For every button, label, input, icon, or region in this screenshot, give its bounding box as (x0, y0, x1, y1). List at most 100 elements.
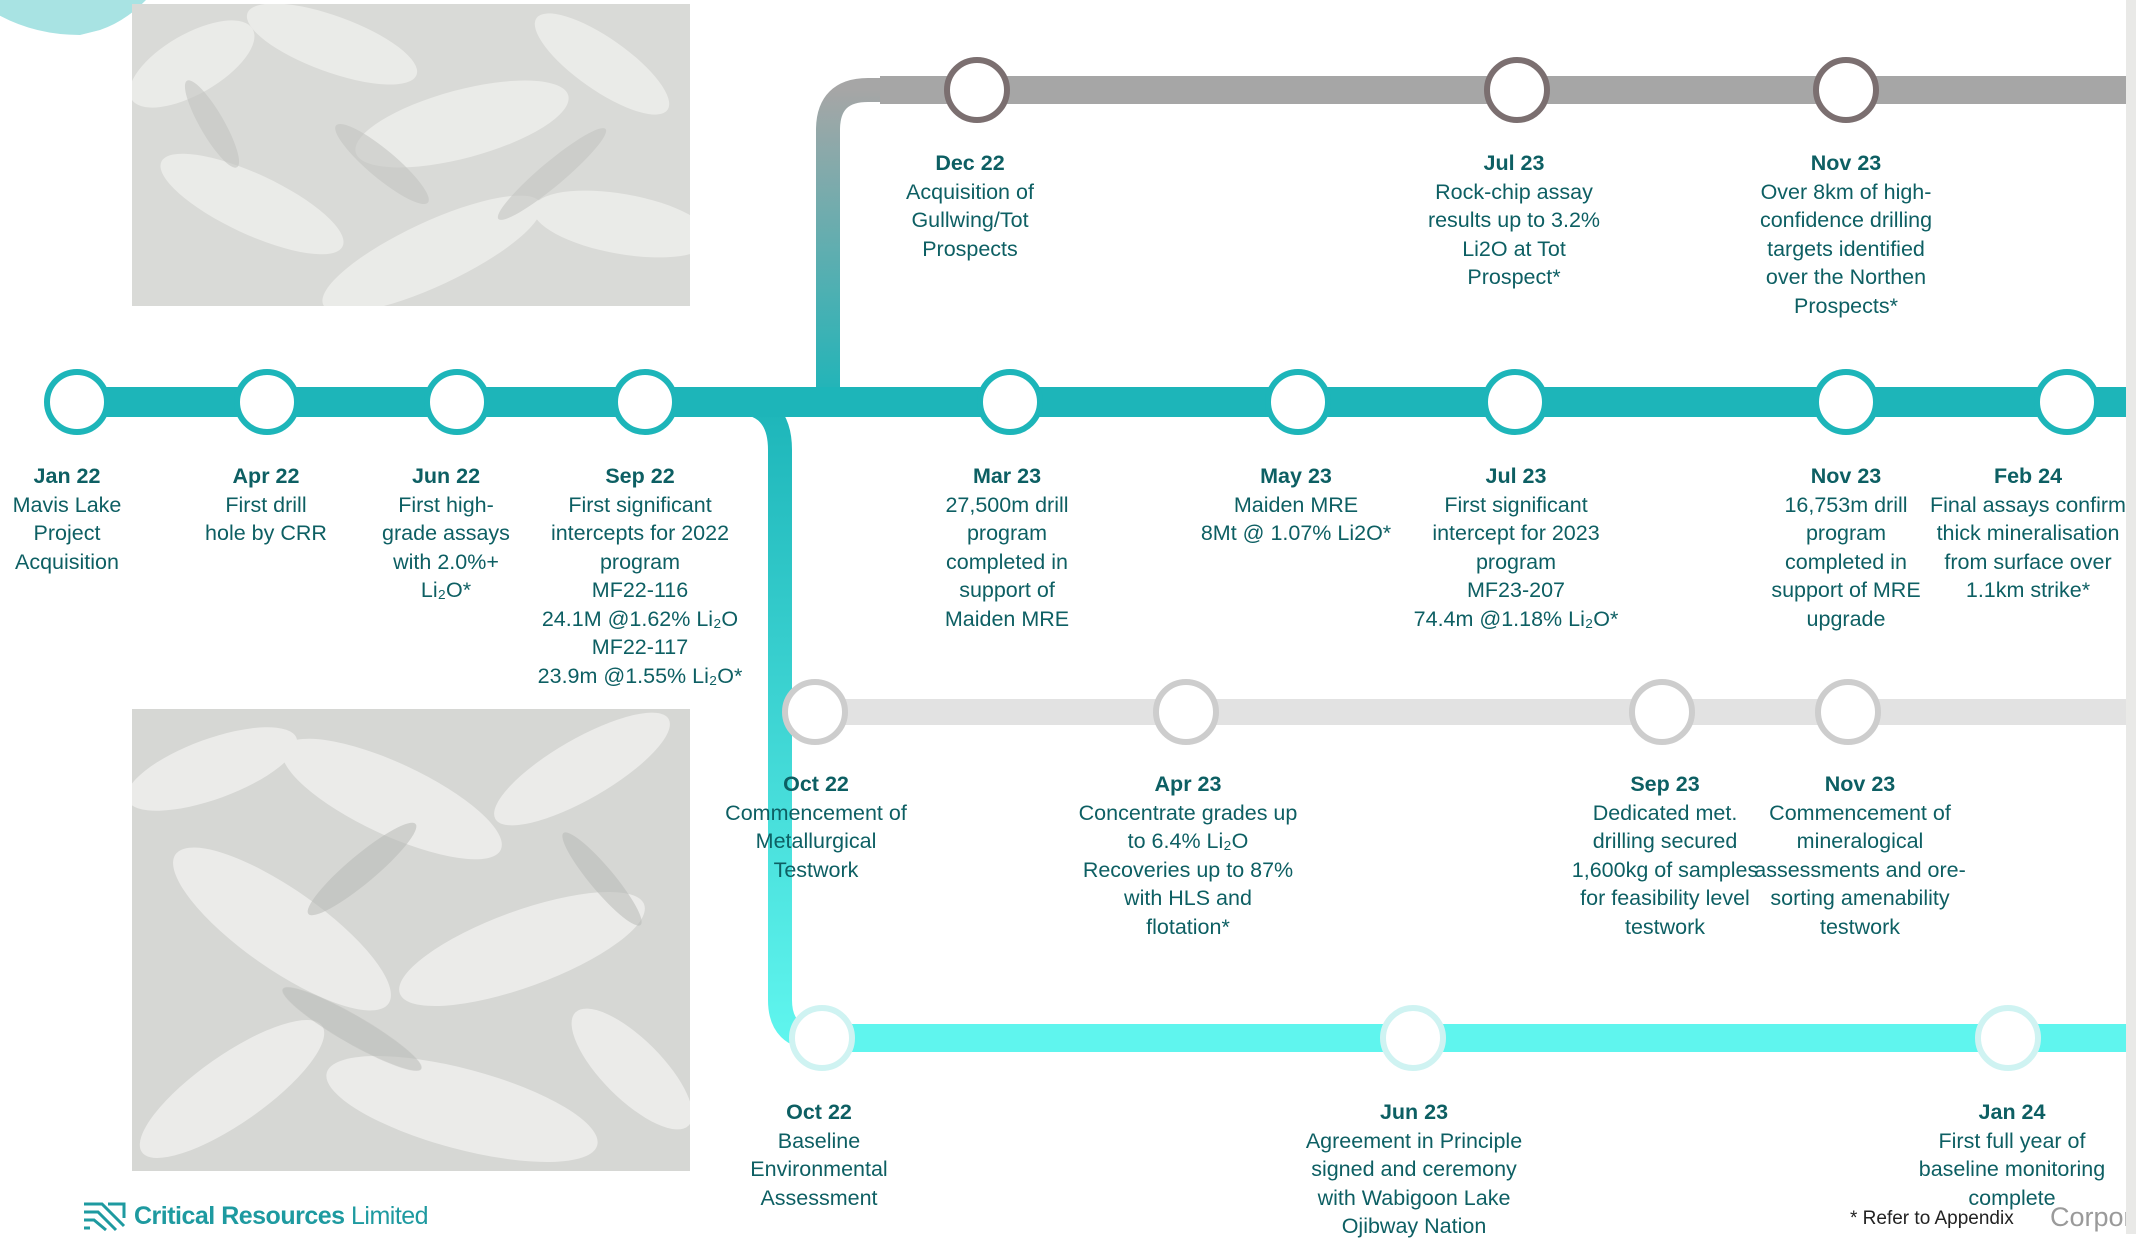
main-milestone-node (234, 369, 300, 435)
milestone-text-line: 24.1M @1.62% Li₂O (541, 606, 739, 631)
metallurgy-milestone-node (1153, 679, 1219, 745)
milestone-text-line: First high- (398, 492, 494, 517)
milestone-text-line: targets identified (1767, 236, 1925, 261)
milestone-text-line: Recoveries up to 87% (1082, 857, 1294, 882)
milestone-text-line: upgrade (1806, 606, 1886, 631)
milestone-text-line: mineralogical (1796, 829, 1924, 853)
milestone-text-line: Mavis Lake (12, 492, 122, 517)
milestone-date: Dec 22 (935, 151, 1005, 175)
milestone-text-line: sorting amenability (1770, 886, 1950, 910)
milestone-text-line: Prospect* (1467, 265, 1561, 289)
metallurgy-milestone-node (1629, 679, 1695, 745)
main-milestone-node (424, 369, 490, 435)
milestone-text-line: Maiden MRE (1233, 492, 1359, 517)
milestone-text-line: 1.1km strike* (1965, 578, 2091, 602)
milestone-text-line: testwork (1624, 914, 1706, 939)
milestone-date: Jan 24 (1978, 1100, 2046, 1124)
milestone-text-line: Prospects* (1794, 293, 1898, 318)
metallurgy-milestone-node (1815, 679, 1881, 745)
milestone-text-line: Ojibway Nation (1341, 1214, 1487, 1238)
main-milestone-label: Jul 23 First significant intercept for 202… (1406, 462, 1626, 633)
milestone-text-line: Project (33, 521, 101, 545)
main-milestone-node (2034, 369, 2100, 435)
milestone-date: Sep 23 (1630, 772, 1700, 796)
milestone-text-line: Acquisition of (906, 179, 1034, 204)
exploration-milestone-node (1484, 57, 1550, 123)
milestone-text-line: 27,500m drill (945, 492, 1069, 517)
foliage-photo-bottom (132, 709, 690, 1171)
milestone-date: Jun 22 (411, 464, 481, 488)
milestone-date: Apr 23 (1154, 772, 1222, 796)
metallurgy-milestone-node (782, 679, 848, 745)
milestone-text-line: support of (959, 578, 1055, 602)
milestone-text-line: Gullwing/Tot (911, 208, 1029, 232)
milestone-text-line: Environmental (750, 1157, 888, 1181)
milestone-date: Nov 23 (1824, 772, 1896, 796)
milestone-text-line: First significant (1444, 492, 1588, 517)
milestone-text-line: with HLS and (1124, 886, 1252, 910)
main-milestone-label: Jun 22 First high-grade assays with 2.0%+ L… (336, 462, 556, 605)
company-logo: Critical Resources Limited (82, 1200, 429, 1232)
milestone-text-line: 74.4m @1.18% Li₂O* (1413, 606, 1619, 631)
milestone-text-line: Prospects (922, 236, 1018, 261)
milestone-text-line: 1,600kg of samples (1571, 857, 1759, 882)
milestone-text-line: Assessment (760, 1185, 878, 1210)
milestone-text-line: testwork (1819, 914, 1901, 939)
milestone-text-line: Concentrate grades up (1078, 800, 1298, 825)
milestone-text-line: from surface over (1944, 549, 2112, 574)
foliage-photo-top (132, 4, 690, 306)
milestone-text-line: intercept for 2023 (1432, 521, 1600, 545)
milestone-text-line: Rock-chip assay (1435, 179, 1593, 204)
milestone-date: Sep 22 (605, 464, 675, 488)
milestone-text-line: completed in (946, 549, 1068, 574)
milestone-text-line: program (1475, 549, 1557, 574)
appendix-note: * Refer to Appendix (1850, 1208, 2014, 1229)
logo-mark-icon (84, 1202, 126, 1232)
milestone-text-line: program (1805, 521, 1887, 545)
milestone-text-line: complete (1968, 1185, 2056, 1210)
milestone-text-line: completed in (1785, 549, 1907, 574)
milestone-text-line: 8Mt @ 1.07% Li2O* (1200, 521, 1392, 545)
milestone-text-line: intercepts for 2022 (550, 521, 730, 545)
milestone-text-line: signed and ceremony (1311, 1157, 1517, 1181)
main-milestone-node (44, 369, 110, 435)
milestone-text-line: Commencement of (1769, 800, 1951, 825)
milestone-date: Nov 23 (1810, 464, 1882, 488)
milestone-text-line: baseline monitoring (1918, 1157, 2106, 1181)
milestone-text-line: First full year of (1938, 1128, 2086, 1153)
corner-decoration (0, 0, 146, 35)
exploration-branch-connector (808, 78, 900, 414)
company-name: Critical Resources Limited (134, 1201, 429, 1230)
environment-milestone-label: Jan 24 First full year of baseline monitor… (1902, 1098, 2122, 1212)
exploration-milestone-node (944, 57, 1010, 123)
milestone-text-line: support of MRE (1771, 578, 1921, 602)
milestone-text-line: 16,753m drill (1784, 492, 1908, 517)
milestone-date: Jul 23 (1485, 464, 1547, 488)
environment-milestone-node (1380, 1005, 1446, 1071)
milestone-text-line: Baseline (777, 1128, 861, 1153)
milestone-text-line: Agreement in Principle (1305, 1128, 1523, 1153)
milestone-date: May 23 (1260, 464, 1332, 488)
milestone-text-line: grade assays (382, 521, 510, 545)
milestone-text-line: hole by CRR (205, 521, 327, 545)
milestone-text-line: Li₂O* (420, 578, 472, 602)
milestone-text-line: confidence drilling (1759, 208, 1933, 232)
milestone-text-line: Metallurgical (755, 829, 877, 853)
milestone-text-line: with 2.0%+ (393, 549, 499, 574)
milestone-text-line: program (966, 521, 1048, 545)
milestone-date: Jan 22 (33, 464, 101, 488)
milestone-date: Apr 22 (232, 464, 300, 488)
milestone-text-line: MF22-116 (591, 578, 689, 602)
milestone-text-line: Commencement of (725, 800, 907, 825)
milestone-text-line: over the Northen (1765, 265, 1927, 289)
milestone-date: Oct 22 (786, 1100, 852, 1124)
milestone-text-line: Li2O at Tot (1462, 236, 1566, 261)
